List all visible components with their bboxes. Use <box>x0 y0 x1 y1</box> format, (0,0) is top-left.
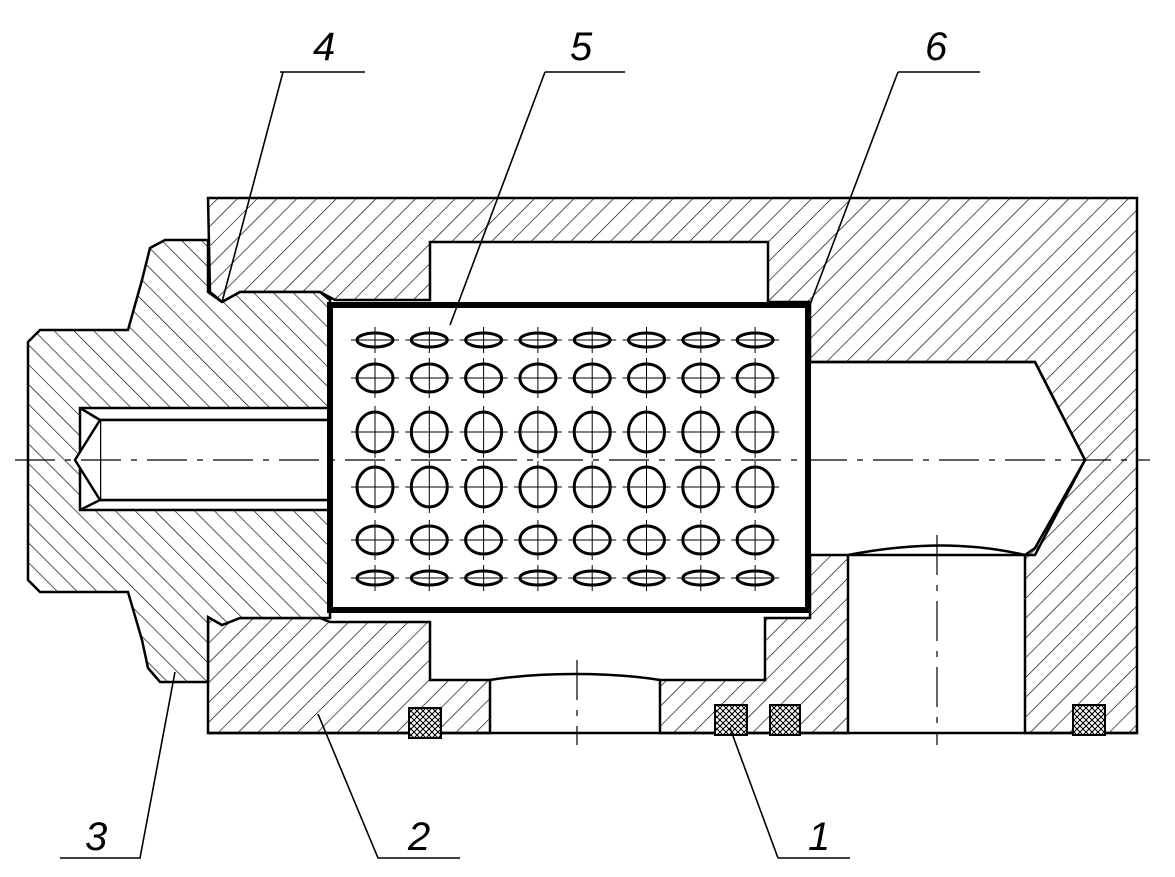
seal-ring <box>769 704 801 736</box>
callouts: 4 5 6 3 2 1 <box>85 25 948 859</box>
seal-ring <box>408 707 442 739</box>
leader-lines <box>60 71 980 859</box>
fitting-part <box>26 238 332 684</box>
callout-5: 5 <box>570 25 593 69</box>
callout-6: 6 <box>925 25 948 69</box>
seal-ring <box>1072 704 1106 736</box>
centerlines <box>15 459 1150 745</box>
callout-2: 2 <box>407 815 430 859</box>
callout-4: 4 <box>313 25 335 69</box>
filter-element <box>327 302 811 613</box>
callout-3: 3 <box>85 815 107 859</box>
callout-1: 1 <box>808 815 830 859</box>
filter-holes <box>351 327 780 591</box>
